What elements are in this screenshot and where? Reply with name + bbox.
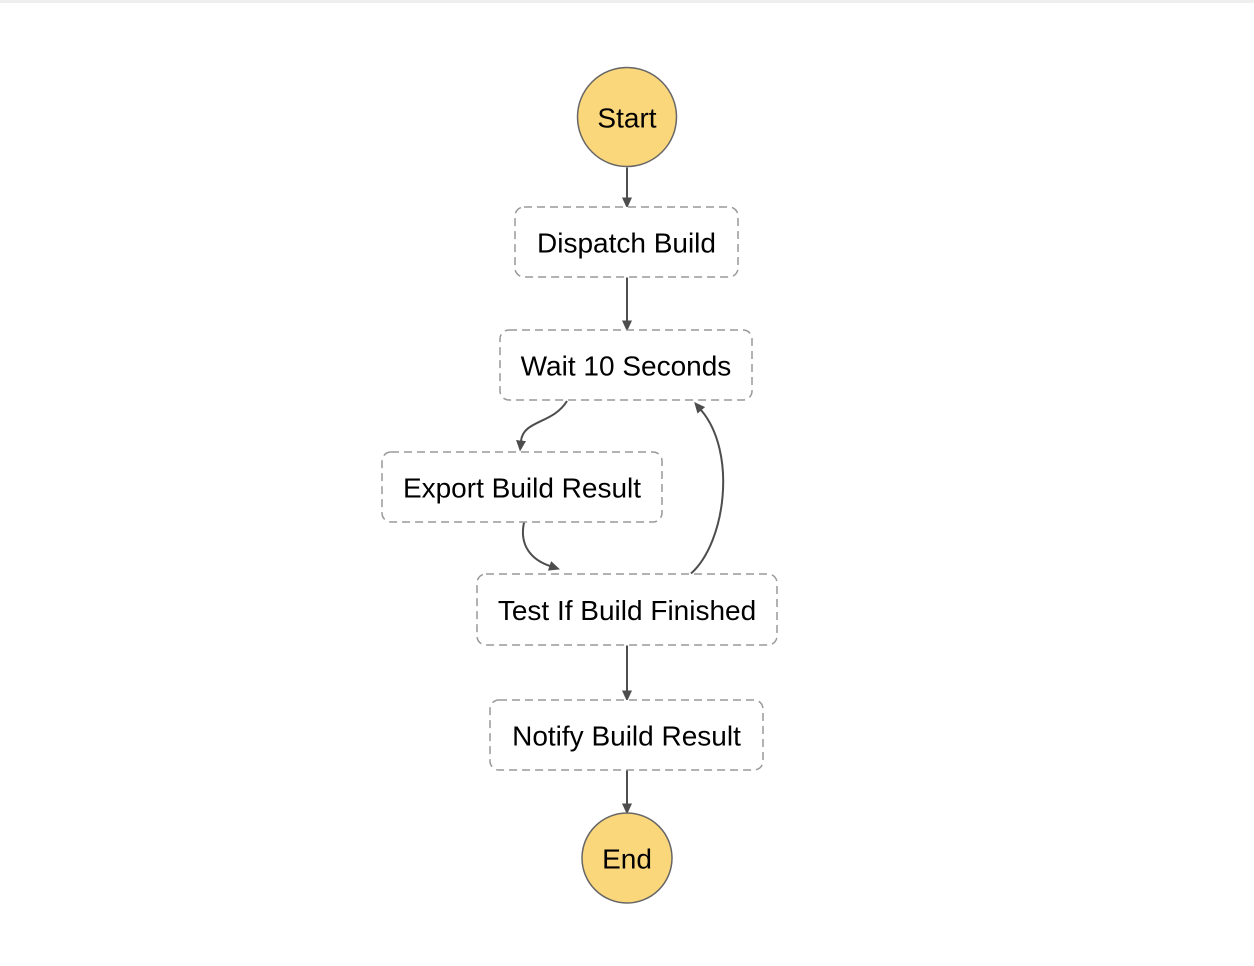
export-build-result-label: Export Build Result bbox=[403, 473, 641, 504]
node-test-if-build-finished: Test If Build Finished bbox=[476, 573, 778, 646]
test-if-build-finished-box-shape bbox=[476, 573, 778, 646]
notify-build-result-box-shape bbox=[489, 699, 764, 771]
edge-export-build-result-to-test-if-build-finished bbox=[521, 522, 560, 571]
edge-wait-10-seconds-to-export-build-result bbox=[516, 400, 568, 452]
notify-build-result-label: Notify Build Result bbox=[512, 721, 741, 752]
node-dispatch-build: Dispatch Build bbox=[514, 206, 739, 278]
edges-layer bbox=[516, 167, 725, 815]
dispatch-build-box-shape bbox=[514, 206, 739, 278]
dispatch-build-label: Dispatch Build bbox=[537, 228, 716, 259]
end-circle-shape bbox=[581, 812, 673, 904]
export-build-result-box-shape bbox=[381, 451, 663, 523]
node-start: Start bbox=[576, 66, 678, 168]
end-label: End bbox=[602, 844, 652, 875]
node-notify-build-result: Notify Build Result bbox=[489, 699, 764, 771]
edge-test-if-build-finished-to-wait-10-seconds-loop bbox=[690, 402, 725, 575]
node-end: End bbox=[581, 812, 673, 904]
node-export-build-result: Export Build Result bbox=[381, 451, 663, 523]
wait-10-seconds-box-shape bbox=[499, 329, 753, 401]
start-circle-shape bbox=[576, 66, 678, 168]
wait-10-seconds-label: Wait 10 Seconds bbox=[521, 351, 732, 382]
start-label: Start bbox=[597, 103, 656, 134]
test-if-build-finished-label: Test If Build Finished bbox=[498, 595, 756, 626]
top-border-strip bbox=[0, 0, 1254, 3]
node-wait-10-seconds: Wait 10 Seconds bbox=[499, 329, 753, 401]
